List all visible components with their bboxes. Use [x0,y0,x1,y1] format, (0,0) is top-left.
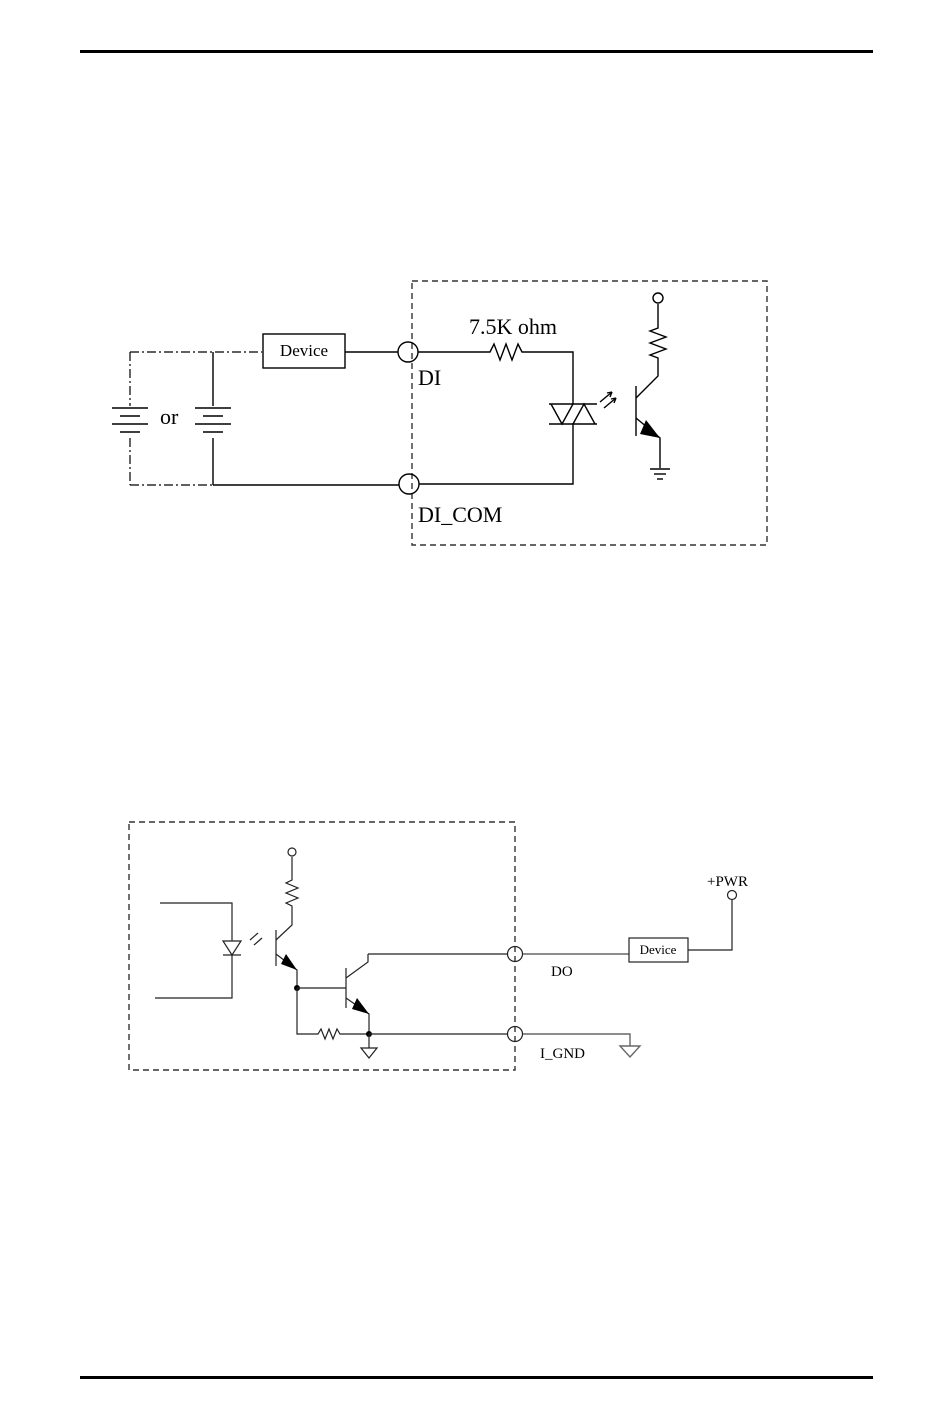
opto-led-icon [549,392,616,424]
di-com-terminal [399,474,419,494]
or-label: or [160,404,179,429]
di-com-label: DI_COM [418,502,502,527]
di-device-label: Device [280,341,328,360]
opto-led-icon [223,933,262,955]
supply-node-icon [288,848,296,856]
base-resistor-icon [297,988,369,1039]
supply-node-icon [653,293,663,303]
gnd-external-wire [523,1034,630,1046]
resistor-icon [418,344,573,404]
device-to-pwr-wire [688,900,732,950]
do-device-label: Device [640,942,677,957]
phototransistor-icon [636,366,660,468]
pwr-node-icon [728,891,737,900]
pullup-resistor-icon [650,304,666,366]
di-wiring-diagram: or Device DI DI_COM 7.5K ohm [112,281,767,545]
di-label: DI [418,365,441,390]
pullup-resistor-icon [286,857,298,912]
gnd-label: I_GND [540,1046,585,1062]
battery-icon [195,408,231,432]
di-internal-return-wire [419,424,573,484]
output-transistor-icon [346,954,369,1034]
ground-icon [620,1046,640,1057]
ground-icon [361,1034,377,1058]
do-led-loop-wire [155,903,232,998]
do-label: DO [551,964,573,980]
phototransistor-icon [276,912,297,988]
ground-icon [650,469,670,479]
di-terminal [398,342,418,362]
battery-icon [112,408,148,432]
resistor-label: 7.5K ohm [469,314,557,339]
pwr-label: +PWR [707,874,748,890]
do-wiring-diagram: Device +PWR DO I_GND [129,822,748,1070]
